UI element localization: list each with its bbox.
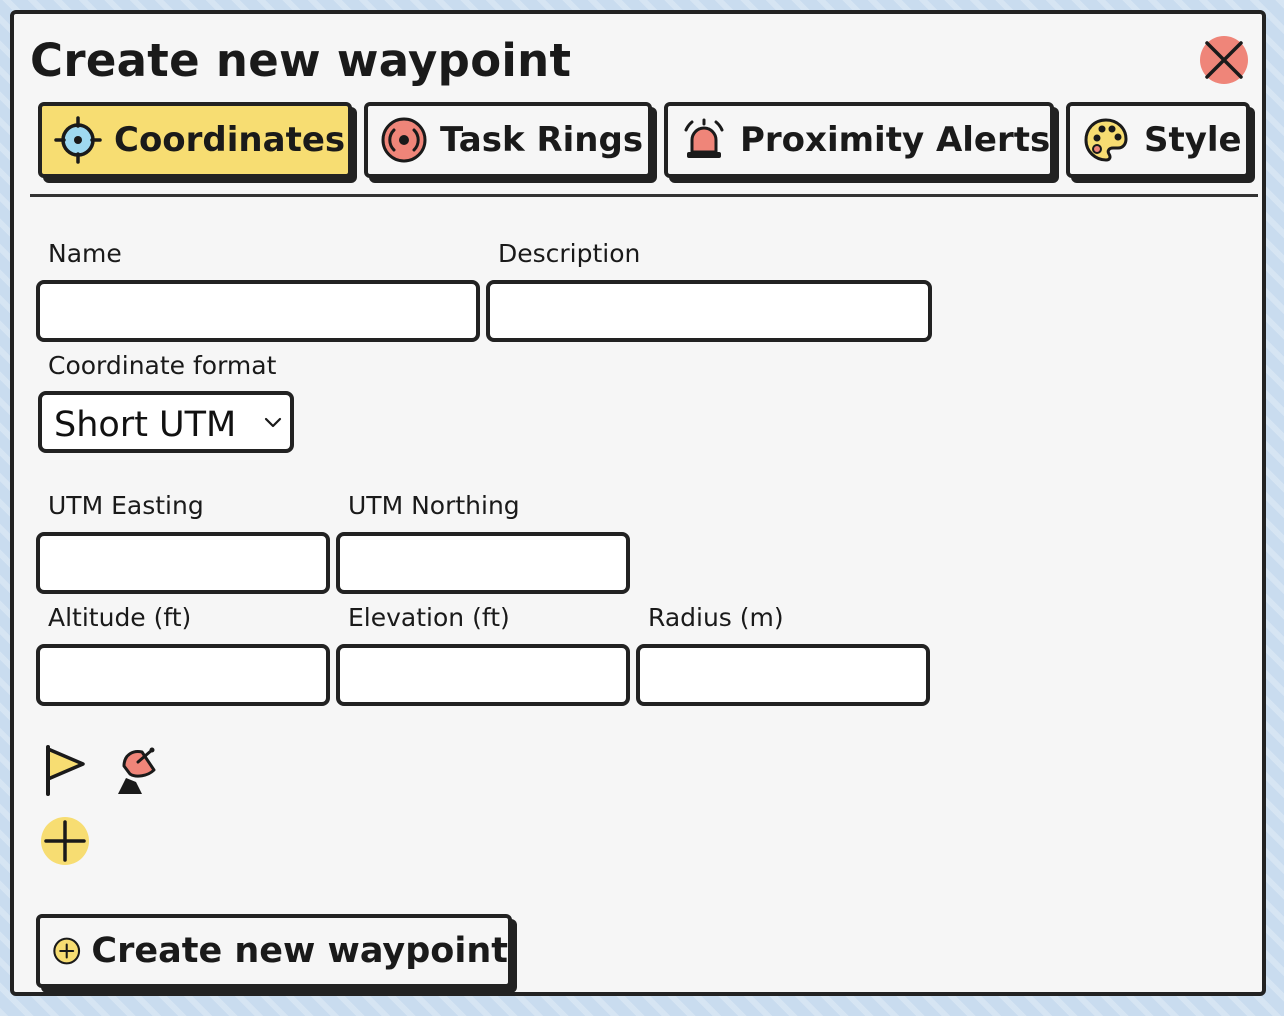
elevation-label: Elevation (ft) [348, 603, 510, 632]
close-x-icon [1205, 41, 1243, 79]
crosshair-icon [54, 116, 102, 164]
tab-proximity-alerts-label: Proximity Alerts [740, 120, 1051, 160]
tab-coordinates-label: Coordinates [114, 120, 346, 160]
dialog-title: Create new waypoint [30, 34, 572, 87]
description-label: Description [498, 239, 641, 268]
alarm-bell-icon [684, 118, 724, 158]
satellite-dish-icon [118, 747, 156, 794]
satellite-dish-button[interactable] [114, 744, 162, 796]
palette-icon [1084, 118, 1128, 162]
utm-northing-input[interactable] [336, 532, 630, 594]
create-waypoint-label: Create new waypoint [91, 931, 508, 971]
radius-input[interactable] [636, 644, 930, 706]
create-waypoint-dialog: Create new waypoint Coordinates Task Rin… [10, 10, 1266, 996]
utm-northing-label: UTM Northing [348, 491, 520, 520]
tab-proximity-alerts[interactable]: Proximity Alerts [664, 102, 1054, 178]
chevron-down-icon [264, 417, 282, 428]
tab-style-label: Style [1144, 120, 1242, 160]
elevation-input[interactable] [336, 644, 630, 706]
radius-label: Radius (m) [648, 603, 784, 632]
description-input[interactable] [486, 280, 932, 342]
close-button[interactable] [1200, 36, 1248, 84]
tab-divider [30, 194, 1258, 197]
tab-coordinates[interactable]: Coordinates [38, 102, 352, 178]
tab-task-rings[interactable]: Task Rings [364, 102, 652, 178]
coordinate-format-value: Short UTM [54, 405, 237, 445]
add-marker-button[interactable] [40, 816, 90, 866]
flag-icon [46, 745, 85, 796]
altitude-label: Altitude (ft) [48, 603, 192, 632]
tab-style[interactable]: Style [1066, 102, 1250, 178]
altitude-input[interactable] [36, 644, 330, 706]
utm-easting-label: UTM Easting [48, 491, 204, 520]
create-waypoint-button[interactable]: Create new waypoint [36, 914, 512, 988]
name-input[interactable] [36, 280, 480, 342]
coordinate-format-label: Coordinate format [48, 351, 277, 380]
plus-circle-icon [41, 817, 89, 865]
coordinate-format-select[interactable]: Short UTM [38, 391, 294, 453]
tab-task-rings-label: Task Rings [440, 120, 644, 160]
plus-circle-icon [53, 937, 81, 965]
name-label: Name [48, 239, 122, 268]
flag-marker-button[interactable] [42, 744, 88, 796]
utm-easting-input[interactable] [36, 532, 330, 594]
target-rings-icon [381, 117, 427, 163]
